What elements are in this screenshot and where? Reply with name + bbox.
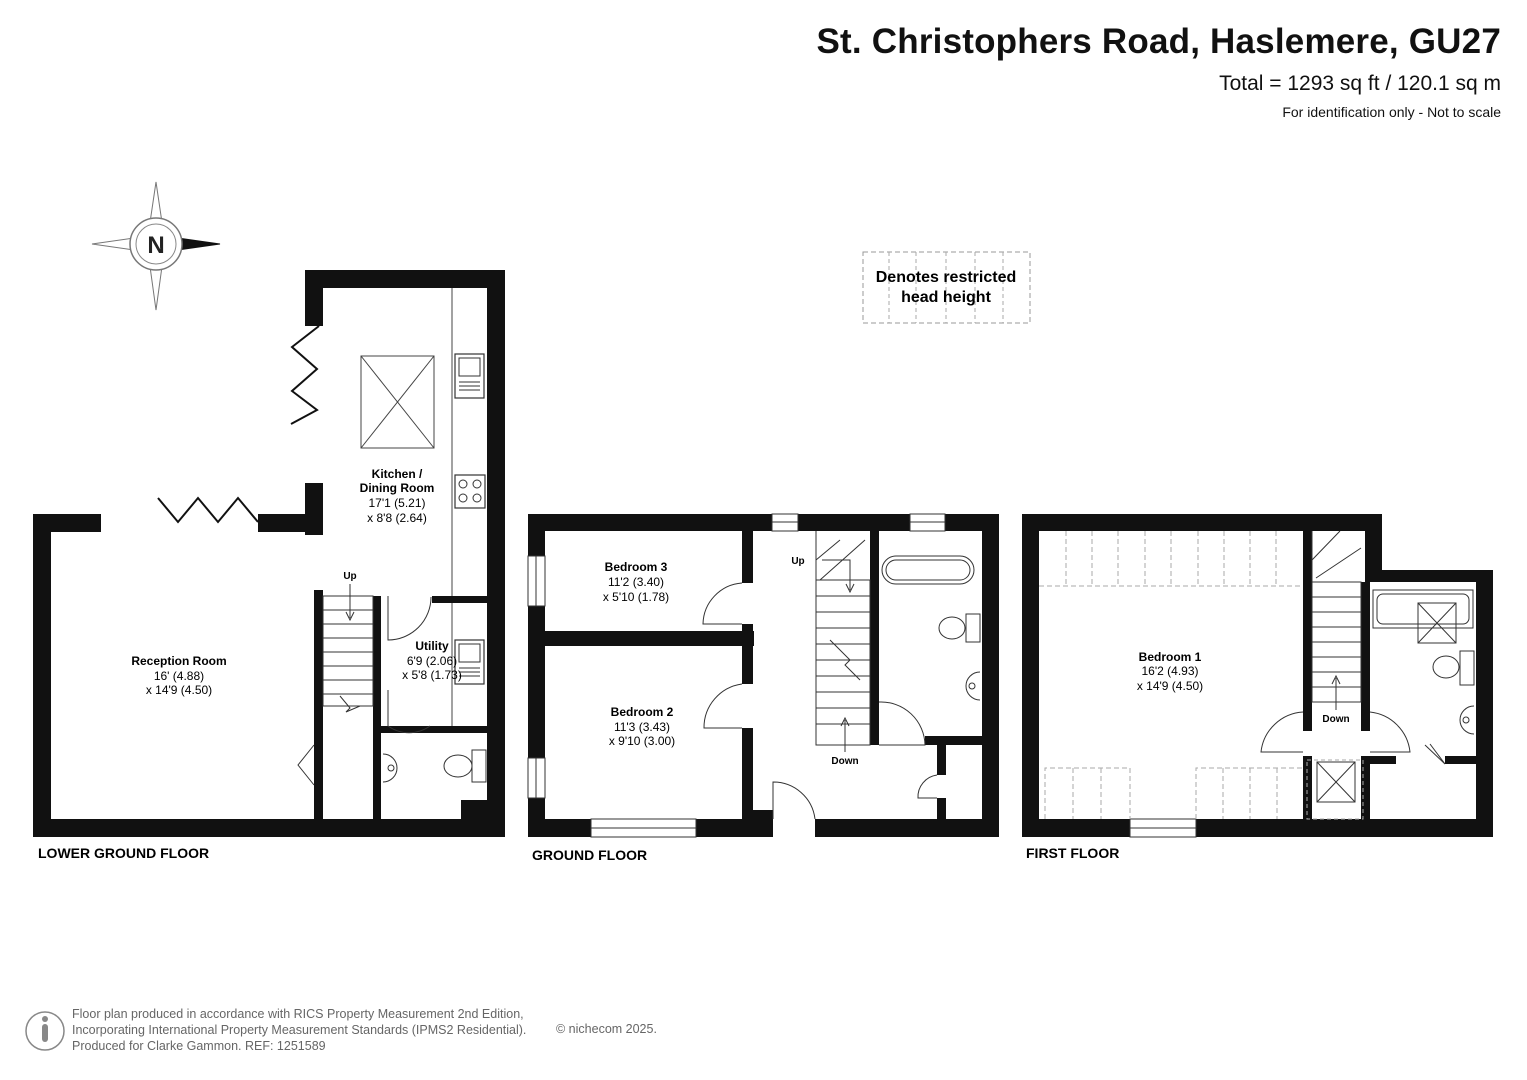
compass-icon: N bbox=[91, 181, 221, 311]
lower-floor-label: LOWER GROUND FLOOR bbox=[38, 845, 209, 861]
first-stairs-down: Down bbox=[1322, 714, 1349, 725]
legend-line1: Denotes restricted bbox=[876, 269, 1017, 286]
ground-floor-label: GROUND FLOOR bbox=[532, 847, 647, 863]
first-walls bbox=[1022, 514, 1493, 837]
lower-ground-floor: Reception Room 16' (4.88) x 14'9 (4.50) … bbox=[33, 270, 505, 861]
bedroom1-name: Bedroom 1 bbox=[1139, 650, 1202, 664]
first-floor-label: FIRST FLOOR bbox=[1026, 845, 1119, 861]
restricted-height-legend: Denotes restricted head height bbox=[862, 251, 1031, 324]
ground-stairs-down: Down bbox=[831, 756, 858, 767]
footer-line2: Incorporating International Property Mea… bbox=[72, 1023, 527, 1037]
kitchen-dim1: 17'1 (5.21) bbox=[369, 496, 426, 510]
bedroom3-dim2: x 5'10 (1.78) bbox=[603, 590, 669, 604]
compass-letter: N bbox=[147, 232, 164, 259]
legend-line2: head height bbox=[901, 289, 991, 306]
ground-stairs-up: Up bbox=[791, 556, 804, 567]
bedroom2-name: Bedroom 2 bbox=[611, 705, 674, 719]
utility-dim1: 6'9 (2.06) bbox=[407, 654, 457, 668]
footer-line1: Floor plan produced in accordance with R… bbox=[72, 1007, 524, 1021]
total-area: Total = 1293 sq ft / 120.1 sq m bbox=[1219, 72, 1501, 95]
bedroom1-dim2: x 14'9 (4.50) bbox=[1137, 679, 1203, 693]
bedroom3-name: Bedroom 3 bbox=[605, 560, 668, 574]
footer-line3: Produced for Clarke Gammon. REF: 1251589 bbox=[72, 1039, 326, 1053]
bedroom3-dim1: 11'2 (3.40) bbox=[608, 575, 664, 589]
reception-room-name: Reception Room bbox=[131, 654, 226, 668]
utility-dim2: x 5'8 (1.73) bbox=[402, 668, 462, 682]
ground-floor: Bedroom 3 11'2 (3.40) x 5'10 (1.78) Bedr… bbox=[527, 513, 999, 863]
page-title: St. Christophers Road, Haslemere, GU27 bbox=[816, 22, 1501, 61]
kitchen-name2: Dining Room bbox=[360, 481, 435, 495]
kitchen-dim2: x 8'8 (2.64) bbox=[367, 511, 427, 525]
bedroom2-dim1: 11'3 (3.43) bbox=[614, 720, 670, 734]
bedroom1-dim1: 16'2 (4.93) bbox=[1142, 664, 1199, 678]
kitchen-name1: Kitchen / bbox=[372, 467, 423, 481]
first-floor: Bedroom 1 16'2 (4.93) x 14'9 (4.50) Down… bbox=[1022, 514, 1493, 861]
lower-stairs-up: Up bbox=[343, 571, 356, 582]
copyright: © nichecom 2025. bbox=[556, 1022, 657, 1036]
reception-room-dim2: x 14'9 (4.50) bbox=[146, 683, 212, 697]
utility-name: Utility bbox=[415, 639, 449, 653]
lower-walls bbox=[33, 270, 505, 837]
footer-disclaimer: Floor plan produced in accordance with R… bbox=[72, 1006, 526, 1054]
reception-room-dim1: 16' (4.88) bbox=[154, 669, 204, 683]
person-icon bbox=[25, 1011, 65, 1051]
scale-note: For identification only - Not to scale bbox=[1282, 104, 1501, 120]
bedroom2-dim2: x 9'10 (3.00) bbox=[609, 734, 675, 748]
ground-walls bbox=[528, 514, 999, 837]
